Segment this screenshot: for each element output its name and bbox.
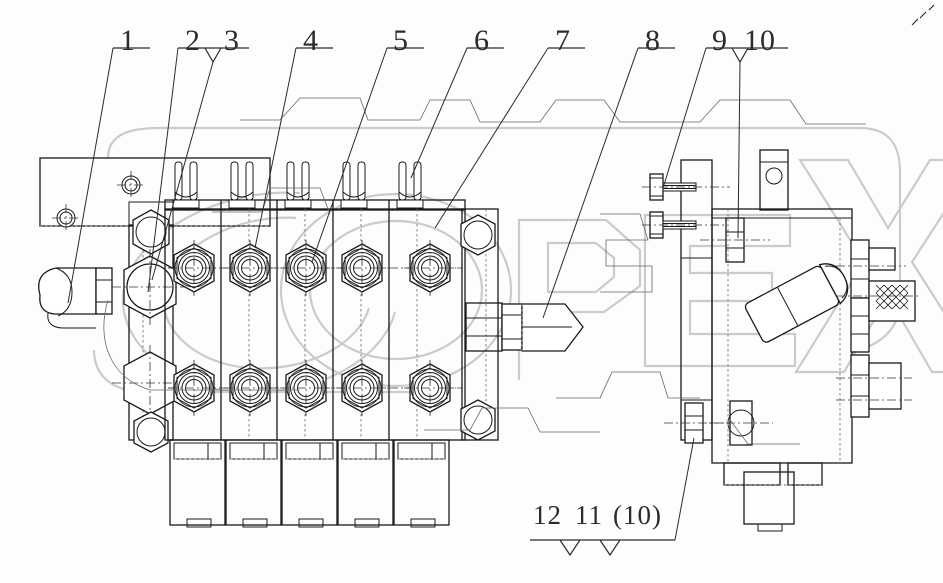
valve-bank-body [164, 161, 466, 528]
valve-bank-feet [169, 439, 450, 528]
callout-1: 1 [120, 24, 136, 57]
callout-9: 9 [712, 24, 728, 57]
callout-10: 10 [744, 24, 776, 57]
callout-2: 2 [185, 24, 201, 57]
callout-3: 3 [224, 24, 240, 57]
callout-8: 8 [645, 24, 661, 57]
valve-bank-left-endcap [112, 201, 188, 453]
corner-tick-mark [911, 4, 935, 26]
lower-port-row [167, 359, 462, 417]
leader-lines [67, 47, 741, 541]
hidden-guide-contours [103, 97, 866, 445]
callout-6: 6 [474, 24, 490, 57]
spool-pins [172, 161, 424, 209]
callout-7: 7 [555, 24, 571, 57]
relief-valve-knob [38, 267, 113, 329]
callout-10-ref: (10) [613, 500, 662, 530]
flange-bolts [642, 173, 730, 239]
callout-4: 4 [303, 24, 319, 57]
side-port-plugs [836, 239, 920, 418]
callout-11: 11 [575, 500, 603, 530]
callout-underlines [113, 47, 788, 557]
top-post [759, 149, 789, 211]
upper-port-row [167, 239, 462, 297]
right-valve-assembly [642, 149, 920, 532]
angled-lever [744, 263, 849, 343]
callout-12: 12 [533, 500, 562, 530]
bottom-boss [723, 462, 823, 532]
callout-5: 5 [393, 24, 409, 57]
valve-bank-right-endcap [460, 208, 584, 441]
